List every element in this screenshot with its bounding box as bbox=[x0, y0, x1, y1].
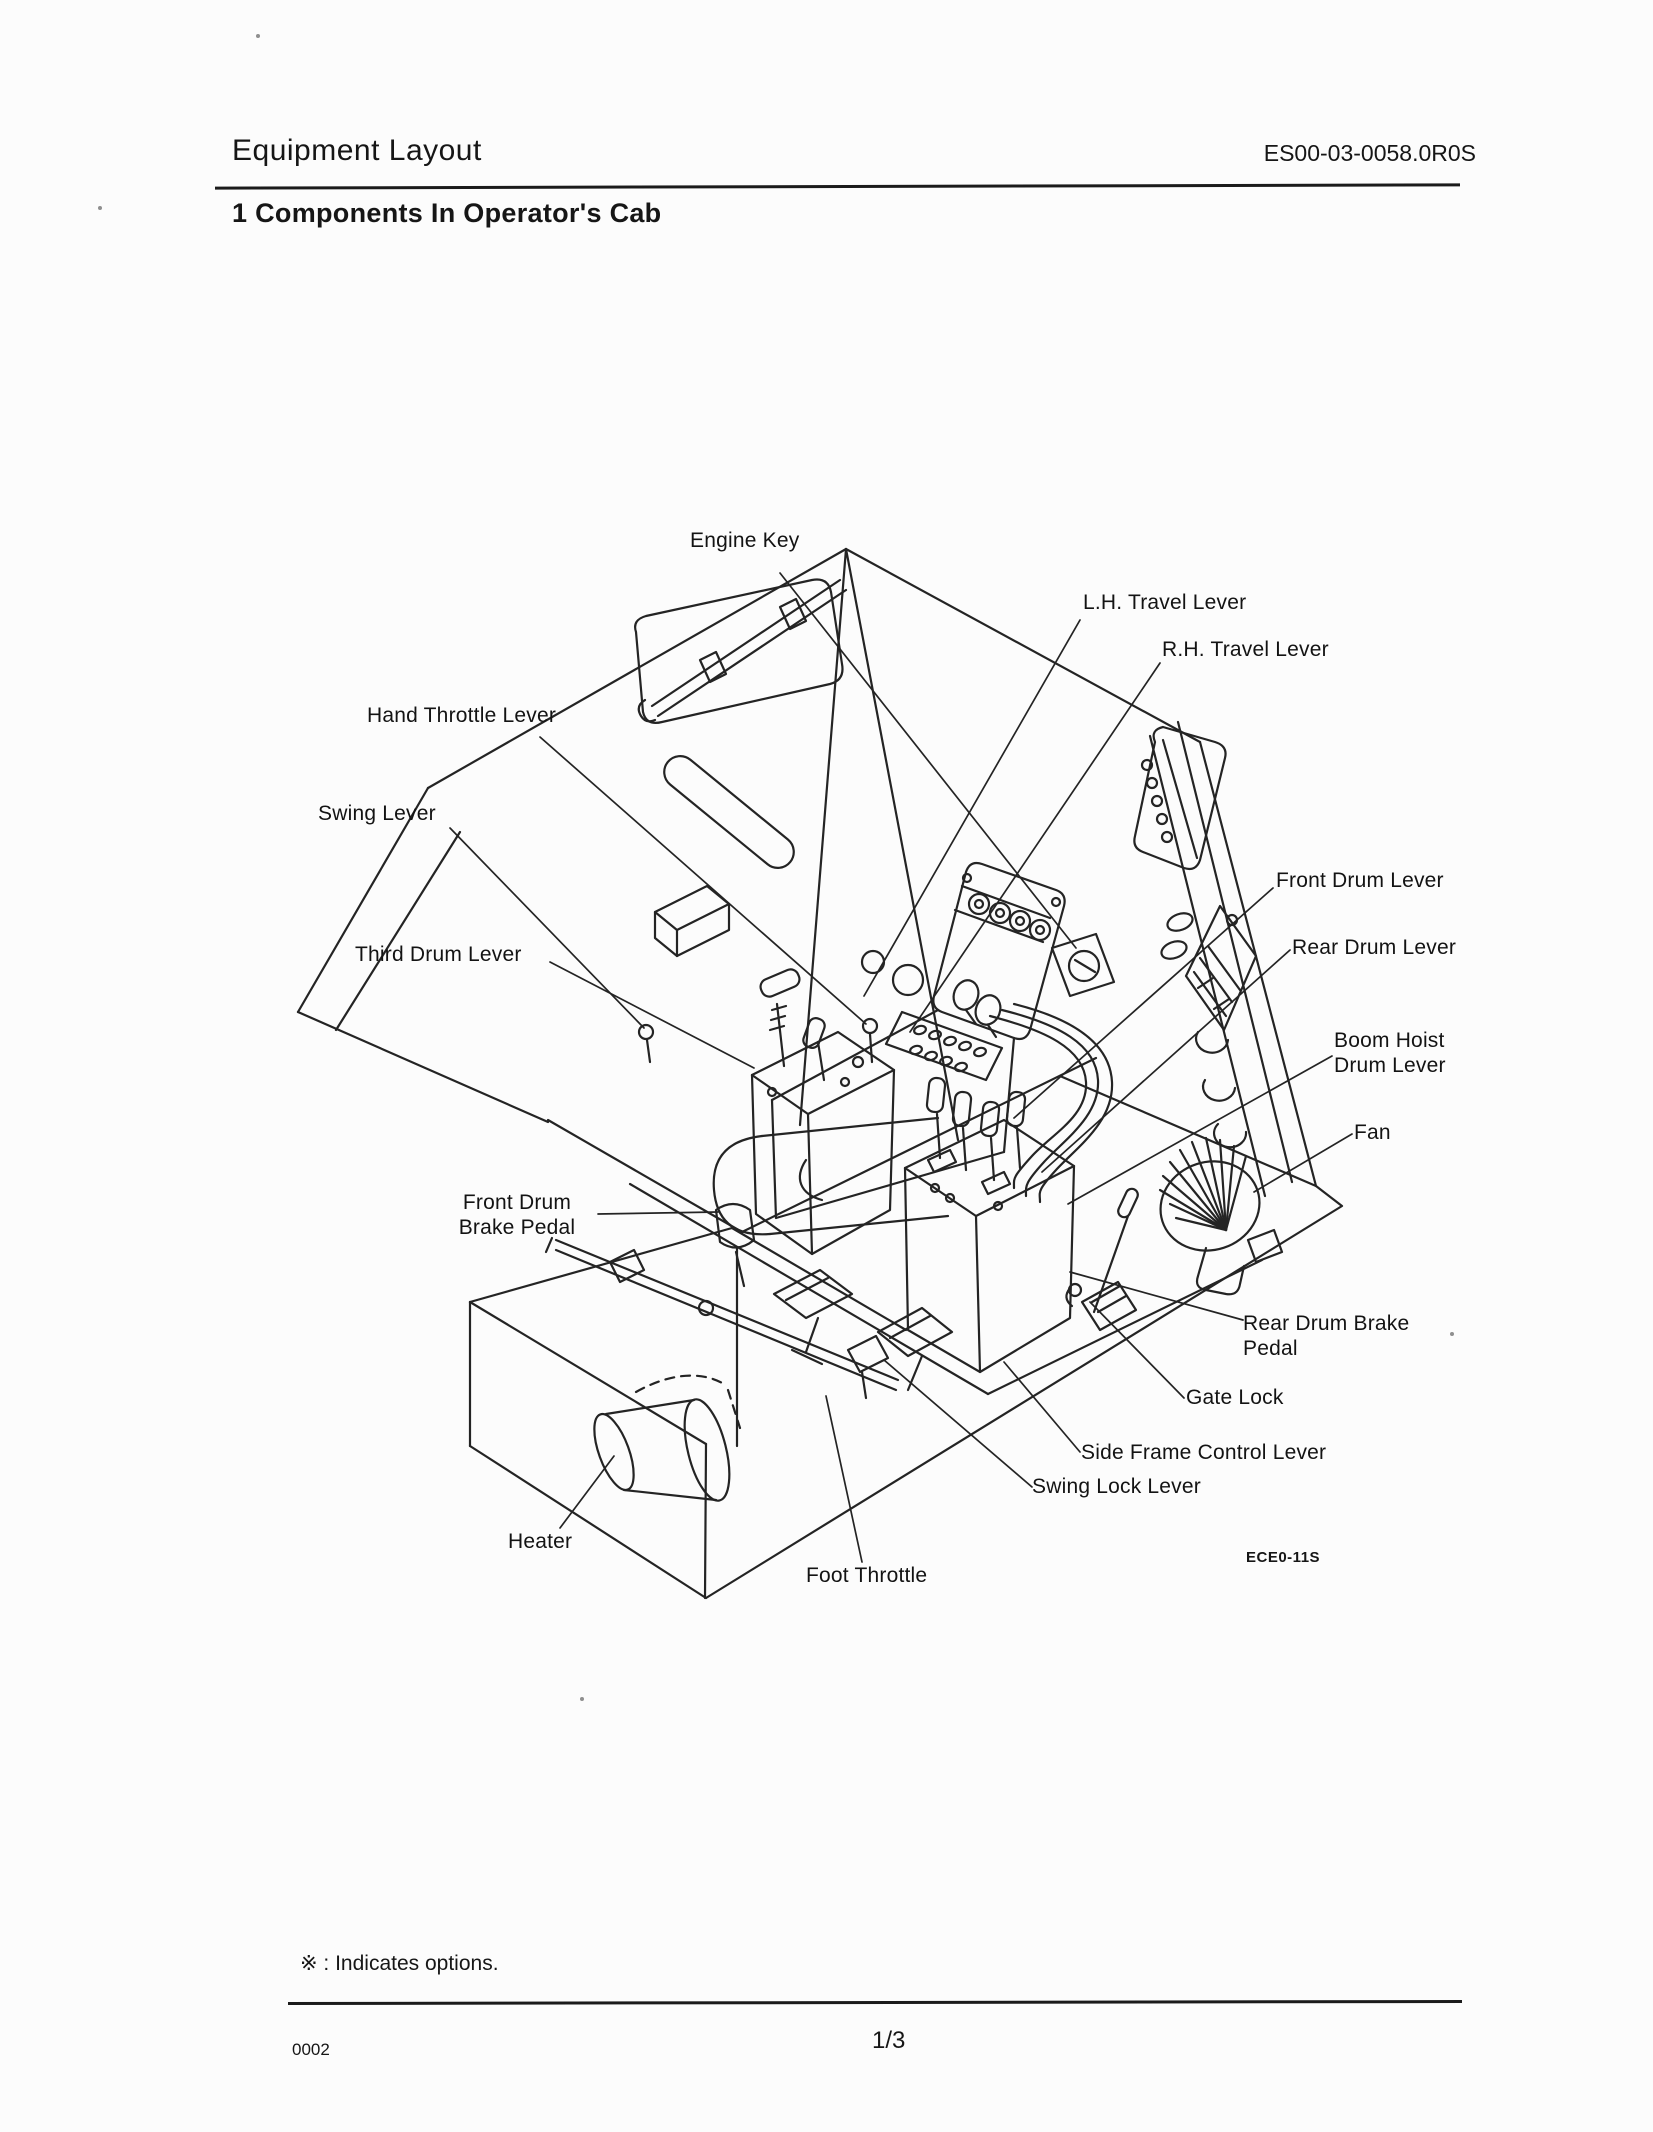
figure-code: ECE0-11S bbox=[1246, 1549, 1321, 1566]
doc-number: ES00-03-0058.0R0S bbox=[1263, 140, 1476, 166]
label-lh-travel-lever: L.H. Travel Lever bbox=[1083, 591, 1247, 614]
page-indicator: 1/3 bbox=[872, 2027, 906, 2054]
scan-speck bbox=[98, 206, 102, 210]
floor-lines bbox=[546, 1056, 1318, 1396]
scan-speck bbox=[580, 1697, 584, 1701]
label-rear-drum-brake-pedal: Rear Drum Brake Pedal bbox=[1243, 1312, 1410, 1360]
options-note: ※ : Indicates options. bbox=[300, 1952, 499, 1975]
left-wall bbox=[296, 786, 550, 1124]
label-heater: Heater bbox=[508, 1530, 573, 1553]
scan-speck bbox=[1450, 1332, 1454, 1336]
label-fan: Fan bbox=[1354, 1121, 1391, 1144]
label-swing-lever: Swing Lever bbox=[318, 802, 436, 825]
label-swing-lock-lever: Swing Lock Lever bbox=[1032, 1475, 1201, 1498]
heater-box bbox=[468, 1226, 908, 1600]
page-code: 0002 bbox=[292, 2040, 330, 2059]
label-engine-key: Engine Key bbox=[690, 529, 800, 552]
right-control-stand bbox=[903, 1076, 1139, 1374]
fan-icon bbox=[1158, 1136, 1284, 1296]
label-side-frame-control-lever: Side Frame Control Lever bbox=[1081, 1441, 1327, 1464]
label-boom-hoist-drum-lever: Boom Hoist Drum Lever bbox=[1334, 1029, 1446, 1077]
label-gate-lock: Gate Lock bbox=[1186, 1386, 1284, 1409]
label-hand-throttle-lever: Hand Throttle Lever bbox=[367, 704, 557, 727]
section-heading: 1 Components In Operator's Cab bbox=[232, 198, 662, 228]
left-control-stand bbox=[750, 968, 896, 1256]
grab-rail-and-box bbox=[653, 754, 795, 958]
sun-visor bbox=[634, 578, 848, 724]
leader-lines bbox=[449, 572, 1353, 1563]
label-third-drum-lever: Third Drum Lever bbox=[355, 943, 522, 966]
pedals-and-linkage bbox=[544, 1202, 954, 1400]
page-title: Equipment Layout bbox=[232, 134, 482, 167]
label-front-drum-lever: Front Drum Lever bbox=[1276, 869, 1444, 892]
label-rh-travel-lever: R.H. Travel Lever bbox=[1162, 638, 1329, 661]
scan-speck bbox=[256, 34, 260, 38]
label-front-drum-brake-pedal: Front Drum Brake Pedal bbox=[458, 1191, 576, 1239]
label-rear-drum-lever: Rear Drum Lever bbox=[1292, 936, 1457, 959]
label-foot-throttle: Foot Throttle bbox=[806, 1564, 928, 1587]
seat-base bbox=[712, 1116, 950, 1236]
